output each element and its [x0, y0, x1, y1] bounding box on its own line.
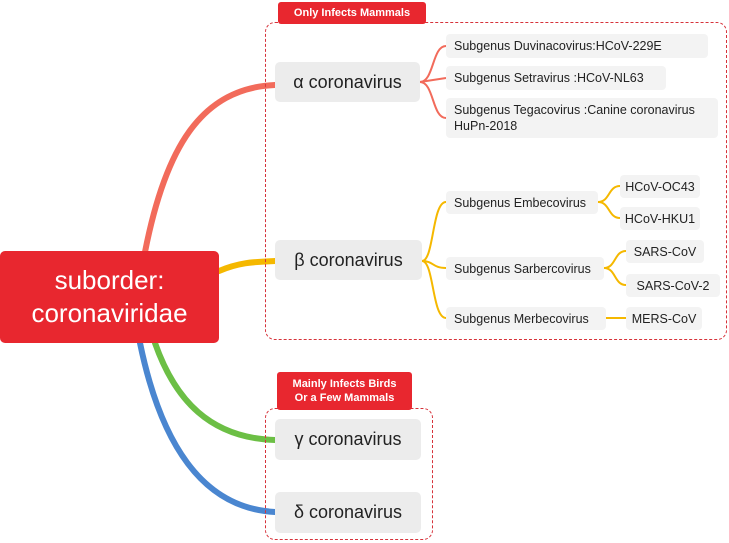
genus-delta: δ coronavirus [275, 492, 421, 533]
subgenus-setravirus: Subgenus Setravirus :HCoV-NL63 [446, 66, 666, 90]
link-sarbeco-leaf-2 [603, 267, 627, 286]
genus-alpha: α coronavirus [275, 62, 420, 102]
link-beta-sub-1 [421, 201, 447, 262]
leaf-hcov-hku1: HCoV-HKU1 [620, 207, 700, 230]
genus-gamma: γ coronavirus [275, 419, 421, 460]
subgenus-embecovirus: Subgenus Embecovirus [446, 191, 598, 214]
leaf-hcov-oc43: HCoV-OC43 [620, 175, 700, 198]
group-tag-birds: Mainly Infects Birds Or a Few Mammals [277, 372, 412, 410]
link-beta-sub-3 [421, 260, 447, 319]
group-tag-mammals: Only Infects Mammals [278, 2, 426, 24]
link-alpha-sub-2 [419, 77, 447, 83]
subgenus-tegacovirus: Subgenus Tegacovirus :Canine coronavirus… [446, 98, 718, 138]
branch-gamma [152, 340, 278, 443]
branch-beta [216, 258, 278, 274]
subgenus-merbecovirus: Subgenus Merbecovirus [446, 307, 606, 330]
branch-alpha [142, 82, 278, 255]
leaf-sars-cov: SARS-CoV [626, 240, 704, 263]
leaf-sars-cov-2: SARS-CoV-2 [626, 274, 720, 297]
subgenus-duvinacovirus: Subgenus Duvinacovirus:HCoV-229E [446, 34, 708, 58]
genus-beta: β coronavirus [275, 240, 422, 280]
link-alpha-sub-3 [419, 81, 447, 119]
root-node: suborder: coronaviridae [0, 251, 219, 343]
link-embeco-leaf-2 [597, 201, 621, 219]
leaf-mers-cov: MERS-CoV [626, 307, 702, 330]
subgenus-sarbercovirus: Subgenus Sarbercovirus [446, 257, 604, 280]
branch-delta [137, 340, 278, 515]
group-box-mammals [265, 22, 727, 340]
